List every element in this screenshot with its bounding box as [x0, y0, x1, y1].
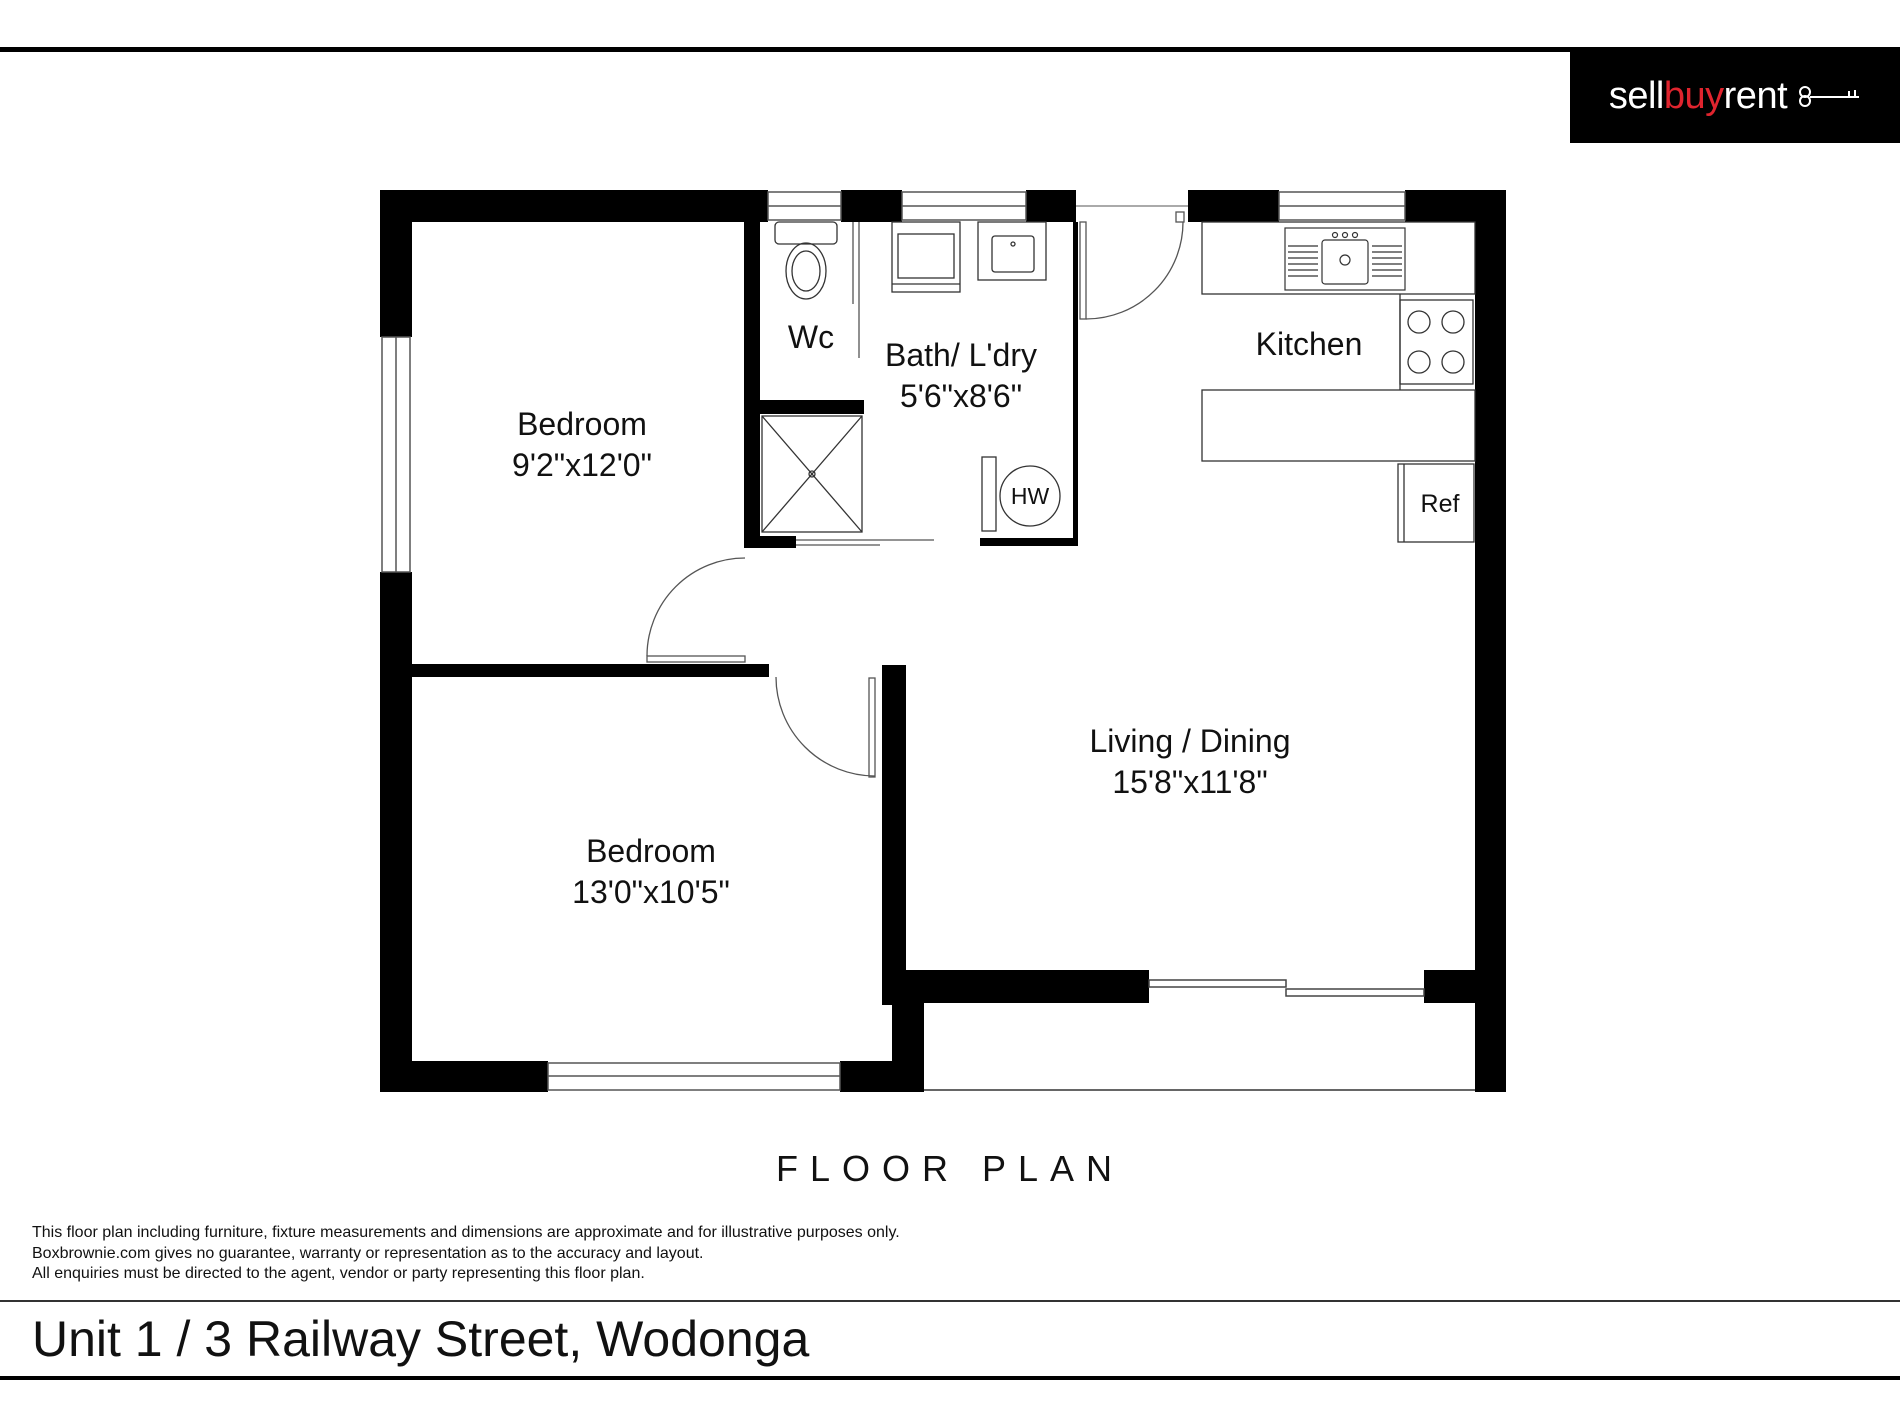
- footer-rule: [0, 1300, 1900, 1302]
- toilet-icon: [774, 221, 838, 300]
- property-address: Unit 1 / 3 Railway Street, Wodonga: [32, 1311, 810, 1367]
- bottom-rule: [0, 1376, 1900, 1380]
- washer-icon: [891, 221, 961, 293]
- hot-water-icon: [981, 456, 1061, 532]
- bedroom2-door: [775, 676, 876, 778]
- bedroom1-door: [646, 557, 746, 663]
- bedroom1-label: Bedroom: [517, 406, 647, 442]
- sliding-door: [1148, 979, 1425, 997]
- disclaimer-line: Boxbrownie.com gives no guarantee, warra…: [32, 1244, 704, 1262]
- entry-door: [1079, 211, 1185, 320]
- brand-logo: sellbuyrent: [1570, 49, 1900, 143]
- wc-label: Wc: [788, 319, 834, 355]
- bedroom1-dims: 9'2"x12'0": [512, 447, 652, 483]
- bedroom2-dims: 13'0"x10'5": [572, 874, 730, 910]
- bath-dims: 5'6"x8'6": [900, 378, 1022, 414]
- bedroom2-label: Bedroom: [586, 833, 716, 869]
- walls: [380, 190, 1506, 1092]
- bath-label: Bath/ L'dry: [885, 337, 1037, 373]
- living-dims: 15'8"x11'8": [1112, 764, 1267, 800]
- basin-icon: [977, 221, 1047, 281]
- living-label: Living / Dining: [1090, 723, 1291, 759]
- hw-label: HW: [1011, 483, 1050, 509]
- kitchen-sink-icon: [1284, 227, 1406, 291]
- windows: [381, 191, 1406, 1091]
- kitchen-label: Kitchen: [1256, 326, 1363, 362]
- top-rule: [0, 47, 1900, 52]
- brand-name: sellbuyrent: [1608, 74, 1788, 117]
- disclaimer-line: All enquiries must be directed to the ag…: [32, 1265, 645, 1282]
- key-icon: [1799, 86, 1860, 107]
- plan-title: FLOOR PLAN: [775, 1148, 1125, 1189]
- disclaimer-line: This floor plan including furniture, fix…: [32, 1224, 900, 1241]
- wc-partition: [796, 222, 934, 546]
- shower-icon: [761, 415, 863, 533]
- cooktop-icon: [1399, 299, 1474, 385]
- refrigerator-icon: [1397, 463, 1475, 543]
- disclaimer: This floor plan including furniture, fix…: [32, 1223, 900, 1285]
- ref-label: Ref: [1421, 490, 1460, 518]
